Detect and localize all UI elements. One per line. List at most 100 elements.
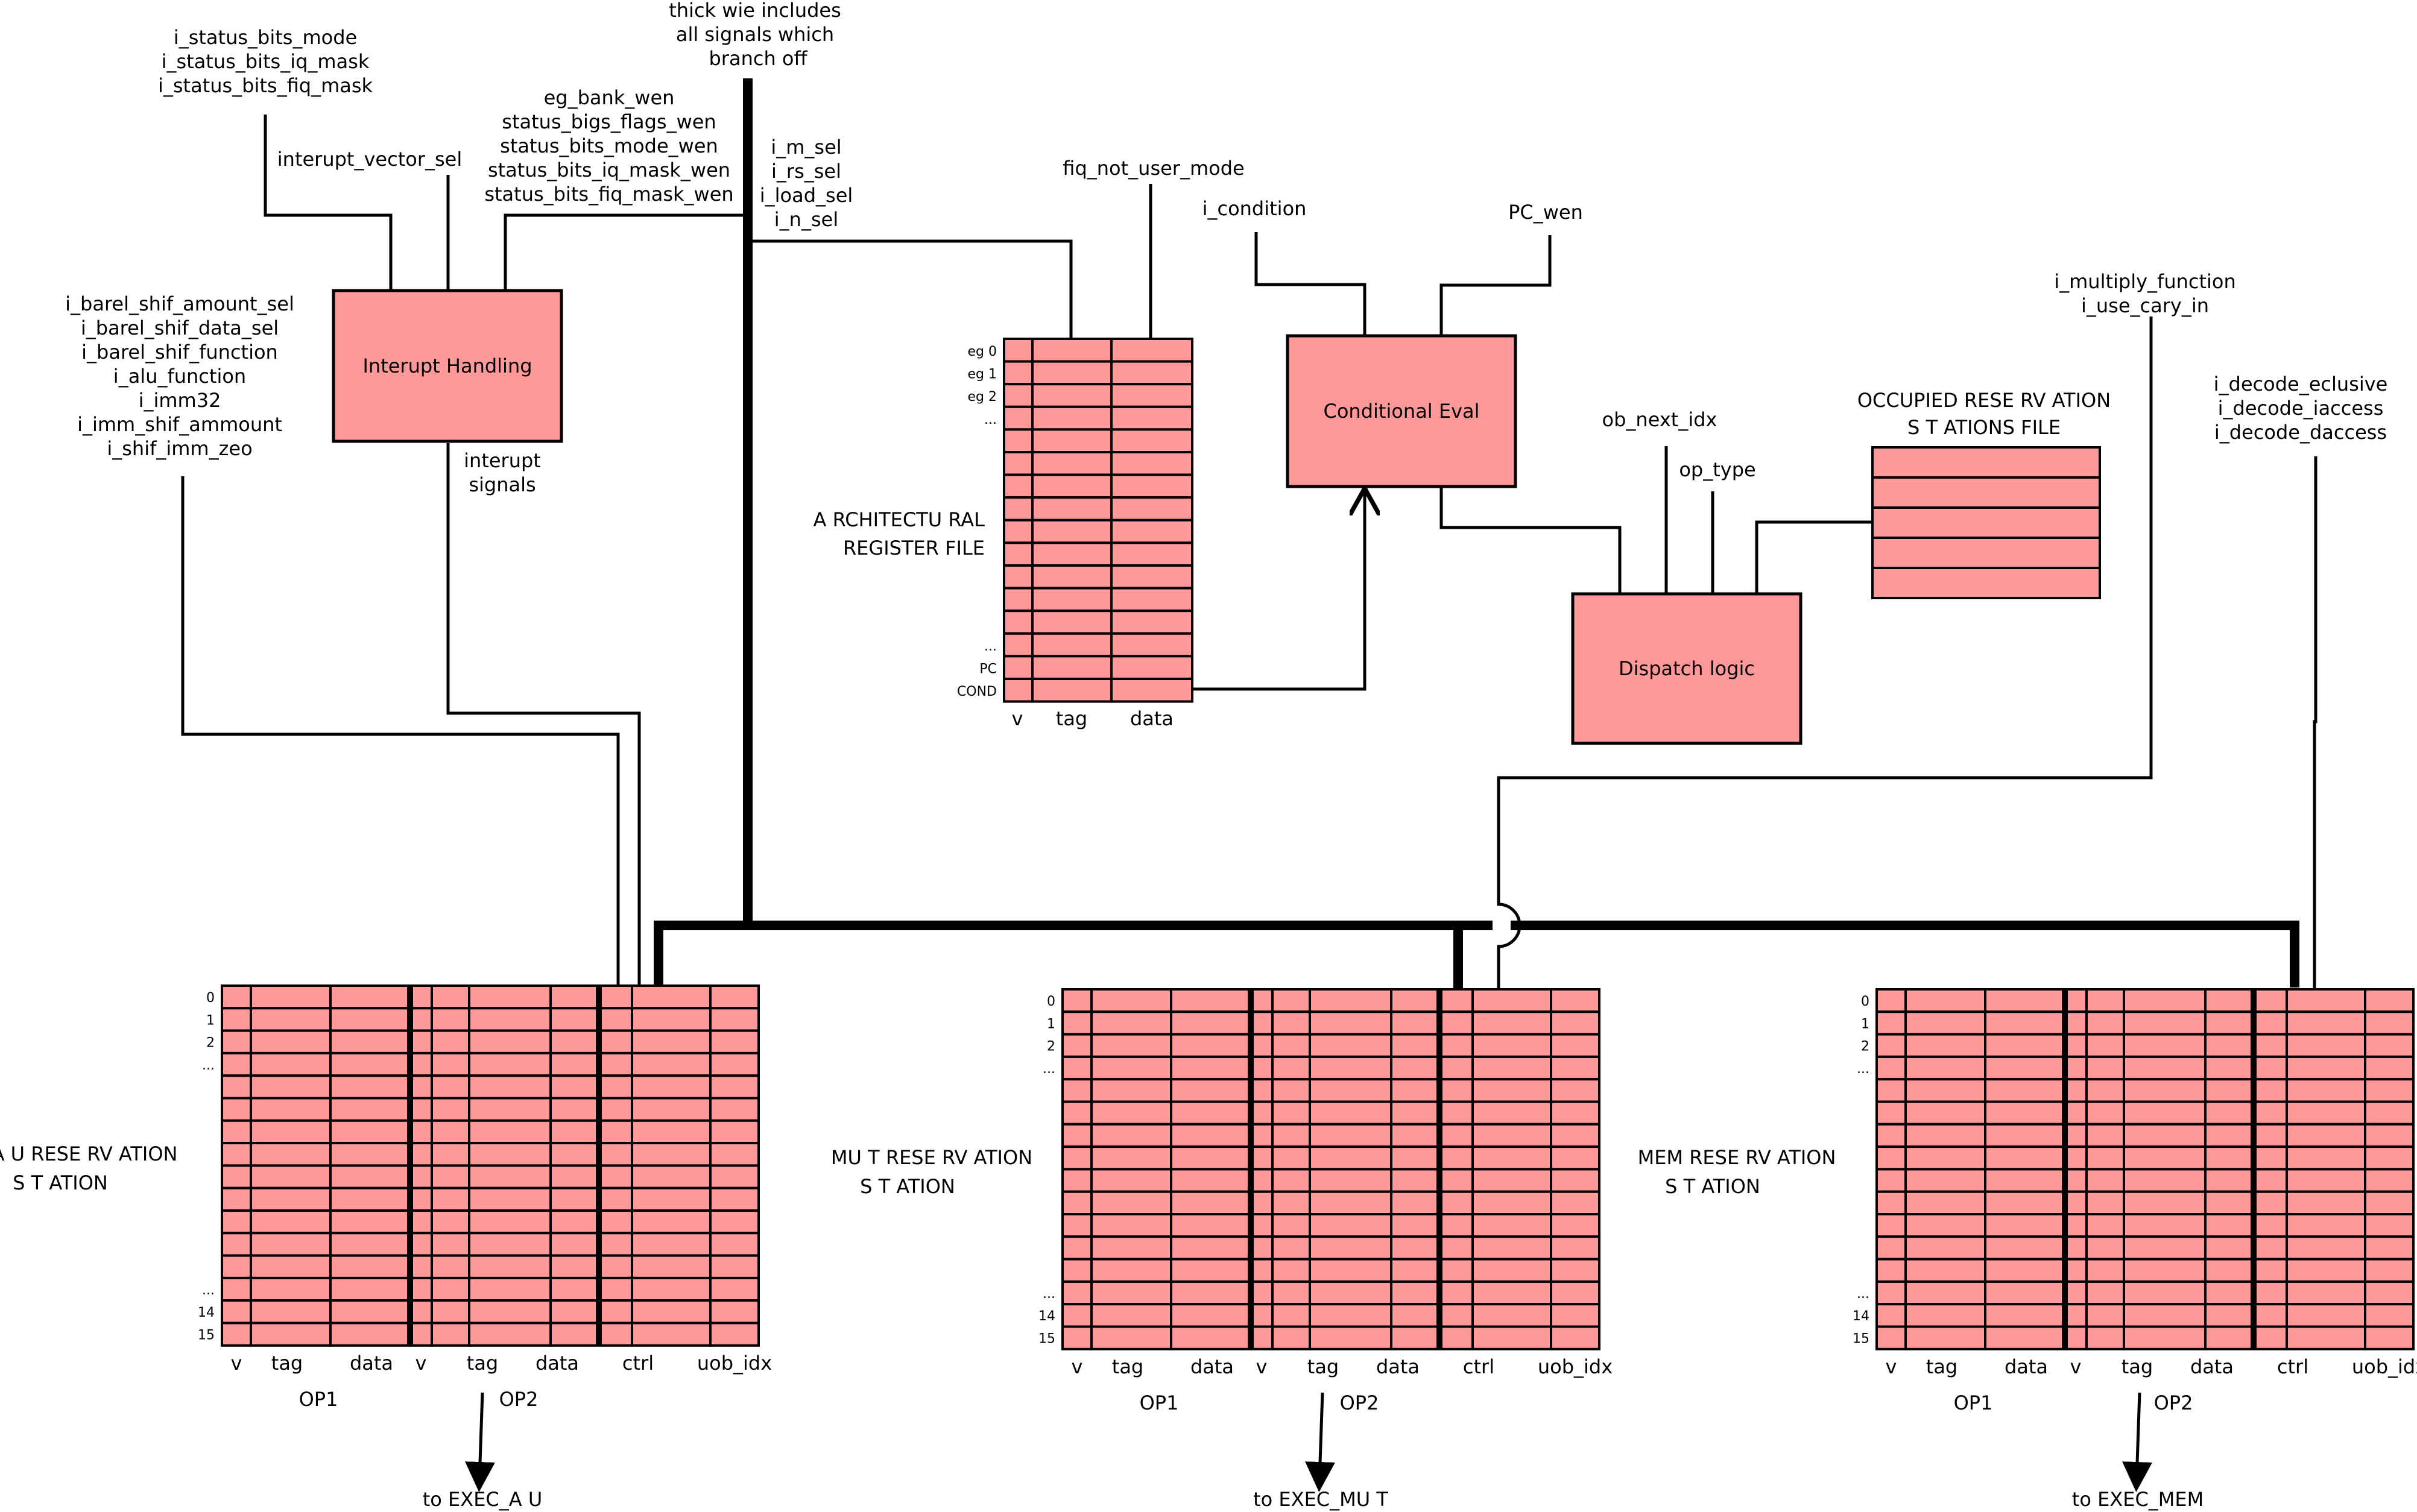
station-cell bbox=[1271, 1325, 1311, 1350]
station-cell bbox=[2064, 1145, 2088, 1171]
station-cell bbox=[1271, 1010, 1311, 1036]
regfile-cell bbox=[1110, 360, 1193, 386]
regfile-cell bbox=[1031, 610, 1113, 635]
station-column-header: v bbox=[231, 1352, 242, 1375]
reg-bank-line5: status_bits_fiq_mask_wen bbox=[484, 183, 733, 206]
op1-label: OP1 bbox=[299, 1388, 338, 1411]
station-cell bbox=[1061, 1258, 1093, 1283]
op2-label: OP2 bbox=[1340, 1391, 1379, 1414]
station-cell bbox=[329, 1209, 411, 1235]
station-cell bbox=[1309, 1145, 1392, 1171]
regfile-cell bbox=[1003, 655, 1034, 681]
station-cell bbox=[2286, 1145, 2366, 1171]
station-cell bbox=[1250, 1168, 1274, 1193]
station-cell bbox=[1061, 1010, 1093, 1036]
station-cell bbox=[409, 1276, 433, 1302]
station-cell bbox=[1170, 1123, 1252, 1148]
decode-line2: i_decode_iaccess bbox=[2218, 397, 2384, 420]
regfile-cell bbox=[1031, 541, 1113, 567]
station-cell bbox=[549, 1209, 633, 1235]
station-cell bbox=[1984, 1168, 2066, 1193]
station-cell bbox=[1309, 1100, 1392, 1126]
barrel-line4: i_alu_function bbox=[113, 365, 246, 388]
station-row-label: ... bbox=[202, 1283, 215, 1298]
station-cell bbox=[221, 1007, 252, 1032]
regfile-cell bbox=[1031, 518, 1113, 544]
station-column-header: tag bbox=[467, 1352, 498, 1375]
station-column-header: data bbox=[2005, 1355, 2048, 1378]
station-cell bbox=[409, 1164, 433, 1189]
station-title-line1: MEM RESE RV ATION bbox=[1638, 1146, 1836, 1169]
station-cell bbox=[2064, 988, 2088, 1013]
station-cell bbox=[468, 1097, 552, 1122]
arrow-exec-mul bbox=[1305, 1392, 1336, 1492]
station-row-label: 2 bbox=[206, 1036, 215, 1051]
station-cell bbox=[1471, 1258, 1552, 1283]
wire-pc-wen bbox=[1439, 235, 1552, 336]
station-cell bbox=[1875, 1168, 1907, 1193]
station-cell bbox=[2364, 1258, 2415, 1283]
regfile-column-header: tag bbox=[1056, 707, 1087, 730]
station-cell bbox=[1271, 1145, 1311, 1171]
station-cell bbox=[1471, 1010, 1552, 1036]
fiq-not-user-mode: fiq_not_user_mode bbox=[1063, 157, 1244, 180]
station-cell bbox=[1904, 988, 1986, 1013]
station-cell bbox=[250, 1321, 332, 1347]
exec-output-label: to EXEC_MEM bbox=[2072, 1488, 2204, 1511]
station-cell bbox=[709, 1276, 760, 1302]
station-cell bbox=[2286, 1325, 2366, 1350]
station-cell bbox=[549, 1074, 633, 1100]
station-cell bbox=[1984, 1325, 2066, 1350]
wire-condition bbox=[1254, 232, 1366, 336]
station-cell bbox=[2064, 1078, 2088, 1103]
station-cell bbox=[431, 1209, 470, 1235]
station-cell bbox=[549, 1321, 633, 1347]
station-cell bbox=[1984, 1078, 2066, 1103]
station-cell bbox=[1170, 1213, 1252, 1238]
station-cell bbox=[631, 1232, 712, 1257]
station-cell bbox=[431, 1164, 470, 1189]
station-cell bbox=[1550, 1145, 1600, 1171]
station-cell bbox=[2064, 1055, 2088, 1081]
station-cell bbox=[221, 984, 252, 1010]
station-cell bbox=[2123, 988, 2207, 1013]
station-cell bbox=[431, 1321, 470, 1347]
station-cell bbox=[431, 1029, 470, 1054]
station-cell bbox=[250, 1074, 332, 1100]
station-cell bbox=[2364, 1145, 2415, 1171]
station-cell bbox=[2064, 1325, 2088, 1350]
station-cell bbox=[468, 1254, 552, 1279]
regfile-cell bbox=[1110, 496, 1193, 521]
station-cell bbox=[221, 1142, 252, 1167]
station-column-header: data bbox=[2190, 1355, 2234, 1378]
station-cell bbox=[1090, 1213, 1172, 1238]
station-cell bbox=[631, 1209, 712, 1235]
station-cell bbox=[1875, 1078, 1907, 1103]
station-cell bbox=[1984, 1258, 2066, 1283]
regfile-cell bbox=[1031, 428, 1113, 454]
regfile-cell bbox=[1110, 632, 1193, 658]
station-cell bbox=[1875, 1303, 1907, 1328]
station-title-line1: MU T RESE RV ATION bbox=[831, 1146, 1032, 1169]
wire-status-bits bbox=[264, 115, 393, 289]
station-cell bbox=[329, 984, 411, 1010]
regfile-cell bbox=[1110, 428, 1193, 454]
station-cell bbox=[329, 1164, 411, 1189]
station-cell bbox=[1170, 1100, 1252, 1126]
station-cell bbox=[1061, 1145, 1093, 1171]
station-cell bbox=[1390, 1213, 1474, 1238]
station-cell bbox=[1309, 1213, 1392, 1238]
station-cell bbox=[1090, 1123, 1172, 1148]
station-cell bbox=[409, 1299, 433, 1325]
station-cell bbox=[250, 1299, 332, 1325]
station-cell bbox=[1090, 1258, 1172, 1283]
station-cell bbox=[1271, 1303, 1311, 1328]
station-cell bbox=[250, 1007, 332, 1032]
regfile-cell bbox=[1003, 383, 1034, 408]
station-cell bbox=[709, 1186, 760, 1212]
regfile-cell bbox=[1003, 451, 1034, 476]
station-cell bbox=[1904, 1168, 1986, 1193]
regfile-cell bbox=[1031, 338, 1113, 363]
station-cell bbox=[1090, 988, 1172, 1013]
